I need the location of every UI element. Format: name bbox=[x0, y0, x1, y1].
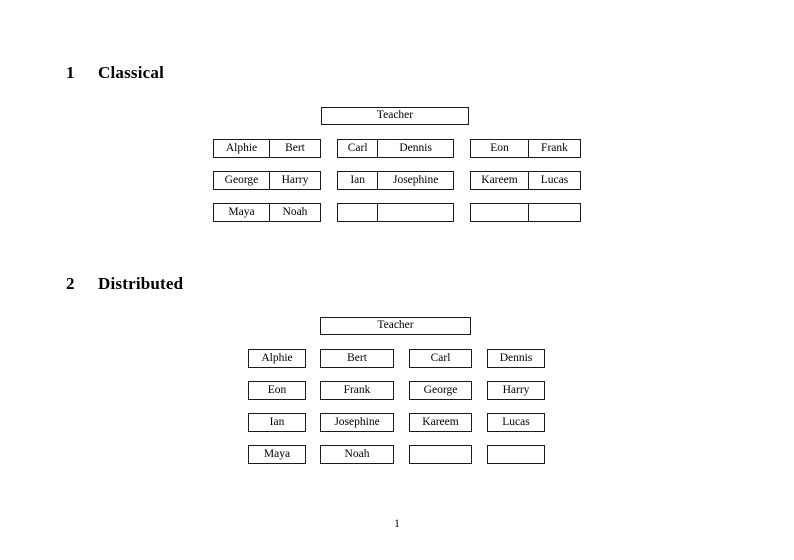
student-pair-row: Alphie Bert bbox=[213, 139, 321, 158]
student-cell: Lucas bbox=[527, 172, 580, 189]
student-cell: Harry bbox=[268, 172, 320, 189]
student-cell: George bbox=[224, 173, 259, 186]
student-cell: Alphie bbox=[225, 141, 258, 154]
student-cell: Ian bbox=[350, 173, 365, 186]
section-number-1: 1 bbox=[66, 63, 75, 82]
student-cell: Josephine bbox=[377, 172, 453, 189]
student-cell: Eon bbox=[490, 141, 509, 154]
student-box: Kareem bbox=[409, 413, 472, 432]
student-box: Ian bbox=[248, 413, 306, 432]
student-box: Noah bbox=[320, 445, 394, 464]
student-box: Josephine bbox=[320, 413, 394, 432]
student-pair-row-empty bbox=[470, 203, 581, 222]
student-cell: Dennis bbox=[377, 140, 453, 157]
student-box: George bbox=[409, 381, 472, 400]
student-cell-empty bbox=[377, 204, 453, 221]
student-box: Harry bbox=[487, 381, 545, 400]
student-cell-empty bbox=[338, 204, 377, 221]
student-box: Lucas bbox=[487, 413, 545, 432]
student-box-empty bbox=[409, 445, 472, 464]
student-pair-row: Kareem Lucas bbox=[470, 171, 581, 190]
page-number: 1 bbox=[394, 518, 400, 530]
student-box: Maya bbox=[248, 445, 306, 464]
student-pair-row-empty bbox=[337, 203, 454, 222]
section-number-2: 2 bbox=[66, 274, 75, 293]
student-box-empty bbox=[487, 445, 545, 464]
student-cell: Bert bbox=[268, 140, 320, 157]
section-heading-classical: 1 Classical bbox=[66, 64, 164, 81]
student-box: Dennis bbox=[487, 349, 545, 368]
student-cell-empty bbox=[527, 204, 580, 221]
student-cell-empty bbox=[471, 204, 528, 221]
teacher-box-classical: Teacher bbox=[321, 107, 469, 125]
student-box: Alphie bbox=[248, 349, 306, 368]
student-box: Bert bbox=[320, 349, 394, 368]
student-box: Carl bbox=[409, 349, 472, 368]
student-cell: Noah bbox=[268, 204, 320, 221]
section-title-2: Distributed bbox=[98, 274, 184, 293]
section-heading-distributed: 2 Distributed bbox=[66, 275, 183, 292]
section-title-1: Classical bbox=[98, 63, 165, 82]
student-box: Eon bbox=[248, 381, 306, 400]
student-cell: Maya bbox=[228, 205, 255, 218]
student-pair-row: George Harry bbox=[213, 171, 321, 190]
student-pair-row: Maya Noah bbox=[213, 203, 321, 222]
student-cell: Frank bbox=[527, 140, 580, 157]
student-box: Frank bbox=[320, 381, 394, 400]
student-pair-row: Eon Frank bbox=[470, 139, 581, 158]
student-cell: Carl bbox=[347, 141, 368, 154]
student-pair-row: Carl Dennis bbox=[337, 139, 454, 158]
teacher-box-distributed: Teacher bbox=[320, 317, 471, 335]
student-pair-row: Ian Josephine bbox=[337, 171, 454, 190]
student-cell: Kareem bbox=[481, 173, 518, 186]
